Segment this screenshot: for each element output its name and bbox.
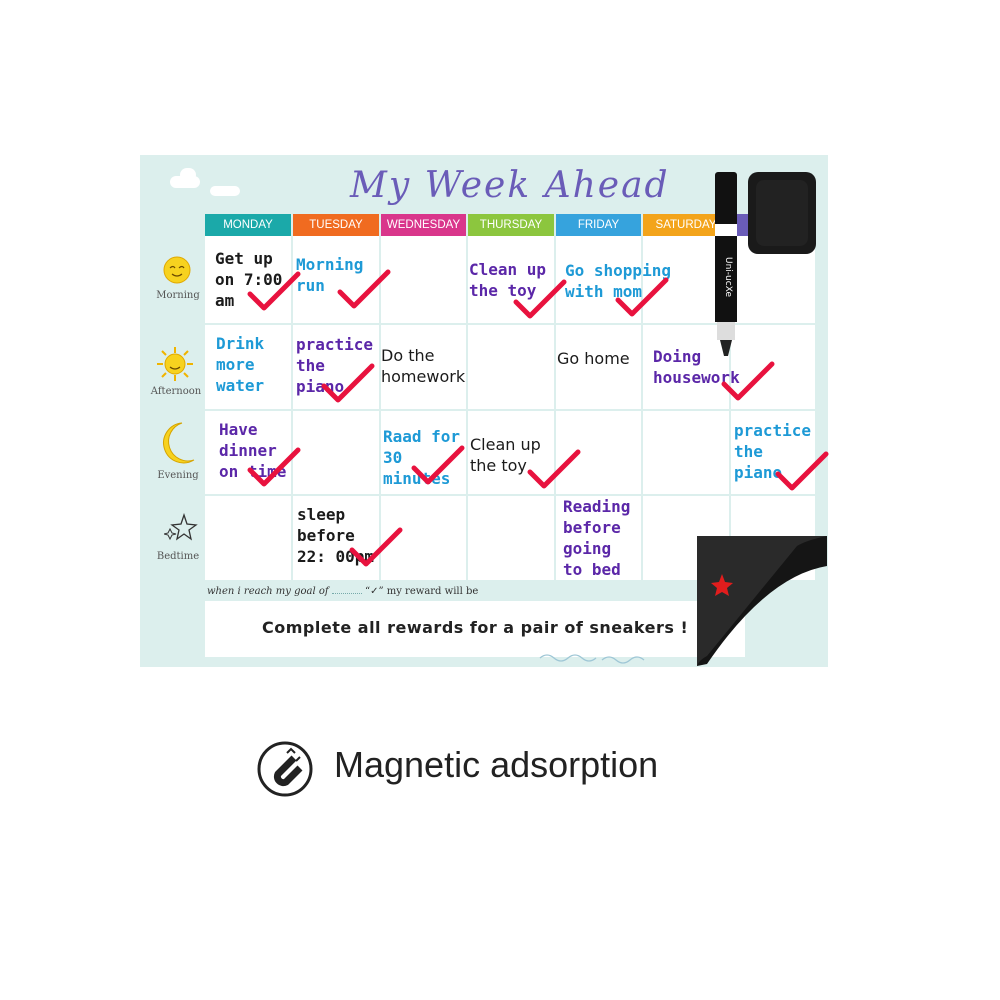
- marker-pen: Uni-ucXe: [715, 172, 737, 356]
- check-mark-icon: [247, 271, 301, 311]
- day-header-monday: MONDAY: [205, 214, 291, 236]
- column-divider: [554, 236, 556, 580]
- magnetic-backing-corner: [697, 536, 827, 666]
- period-label-afternoon: Afternoon: [150, 386, 202, 397]
- sun-afternoon-icon: [157, 347, 193, 381]
- sun-morning-icon: [163, 256, 191, 284]
- check-mark-icon: [527, 449, 581, 489]
- caption: Magnetic adsorption: [334, 744, 659, 785]
- note-friday-afternoon: Go home: [557, 349, 630, 368]
- board-title: My Week Ahead: [350, 165, 670, 206]
- column-divider: [641, 236, 643, 580]
- svg-text:Uni-ucXe: Uni-ucXe: [723, 257, 733, 297]
- reward-box: [205, 601, 745, 657]
- cloud-icon: [180, 168, 196, 182]
- cloud-icon: [210, 186, 240, 196]
- reward-text: Complete all rewards for a pair of sneak…: [262, 618, 689, 637]
- check-mark-icon: [247, 447, 301, 487]
- check-mark-icon: [321, 363, 375, 403]
- check-mark-icon: [721, 361, 775, 401]
- row-divider: [205, 323, 815, 325]
- period-label-bedtime: Bedtime: [156, 551, 200, 562]
- goal-line: when i reach my goal of “✓” my reward wi…: [207, 586, 479, 597]
- day-header-friday: FRIDAY: [556, 214, 641, 236]
- wave-decoration: [539, 654, 645, 664]
- stars-icon: [164, 513, 198, 541]
- day-header-saturday: SATURDAY: [643, 214, 729, 236]
- row-divider: [205, 409, 815, 411]
- column-divider: [379, 236, 381, 580]
- column-divider: [466, 236, 468, 580]
- column-divider: [729, 236, 731, 580]
- column-divider: [291, 236, 293, 580]
- eraser: [748, 172, 816, 254]
- star-icon: [711, 574, 733, 596]
- schedule-grid: [205, 236, 815, 580]
- check-mark-icon: [615, 277, 669, 317]
- check-mark-icon: [411, 445, 465, 485]
- period-label-evening: Evening: [157, 470, 199, 481]
- day-header-tuesday: TUESDAY: [293, 214, 379, 236]
- moon-icon: [163, 422, 195, 464]
- check-mark-icon: [337, 269, 391, 309]
- day-header-wednesday: WEDNESDAY: [381, 214, 466, 236]
- row-divider: [205, 494, 815, 496]
- check-mark-icon: [513, 279, 567, 319]
- day-header-thursday: THURSDAY: [468, 214, 554, 236]
- magnet-icon: [257, 741, 313, 797]
- check-mark-icon: [775, 451, 829, 491]
- check-mark-icon: [349, 527, 403, 567]
- period-label-morning: Morning: [156, 290, 200, 301]
